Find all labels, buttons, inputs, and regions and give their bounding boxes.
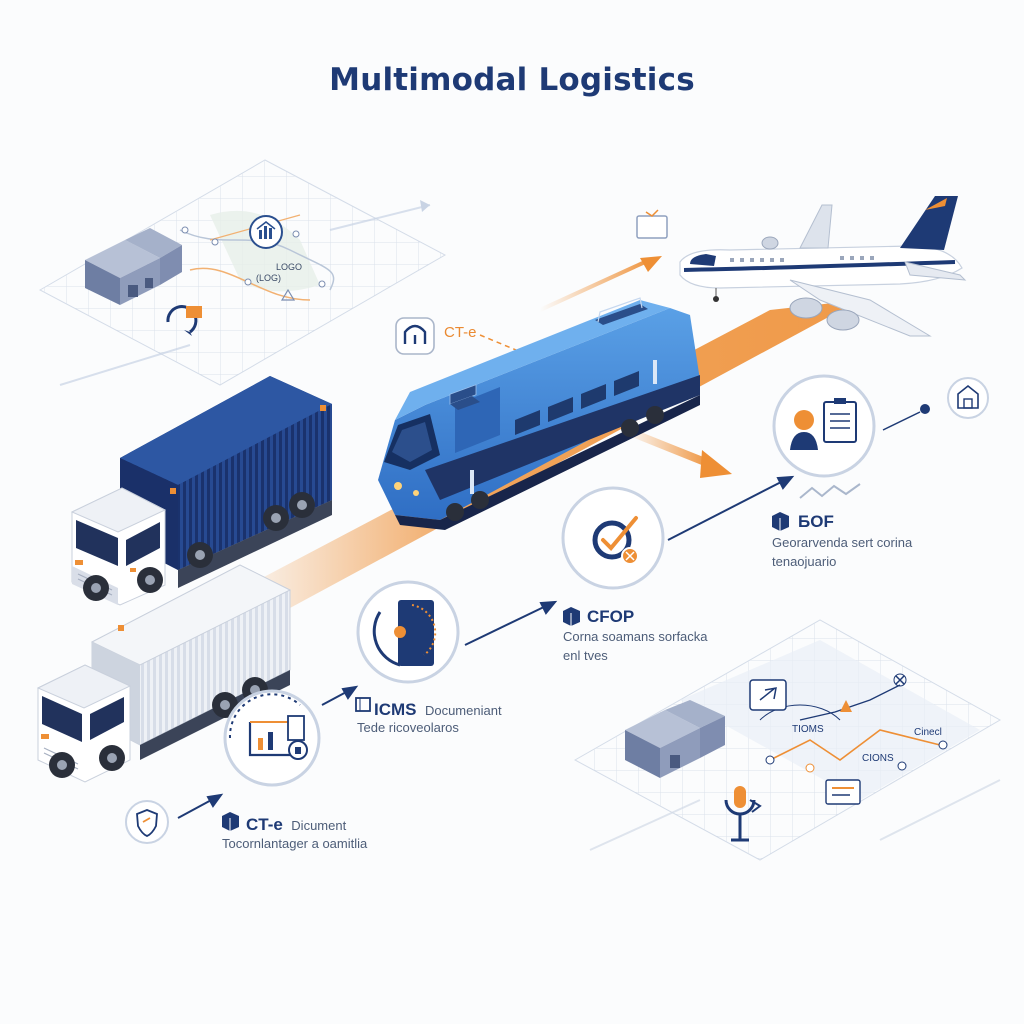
worker-document-icon <box>772 374 876 499</box>
cte-top-heading: CT-e <box>444 324 477 341</box>
cfop-desc-line-1: Corna soamans sorfacka <box>563 629 708 644</box>
map-top-label-2: (LOG) <box>256 273 282 283</box>
map-bottom-right <box>573 619 1002 861</box>
chart-icon <box>249 215 283 249</box>
page-title: Multimodal Logistics <box>329 62 695 98</box>
map-marker-icon <box>280 288 907 687</box>
map-top-label-1: LOGO <box>276 262 303 272</box>
icms-desc: Tede ricoveolaros <box>357 720 459 735</box>
bof-desc-line-1: Georarvenda sert corina <box>772 535 913 550</box>
cte-bottom-heading-rest: Dicument <box>291 818 347 833</box>
map-top-left <box>38 159 447 386</box>
bof-desc-line-2: tenaojuario <box>772 554 837 569</box>
map-bottom-label-2: CIONS <box>862 753 894 764</box>
truck-icon <box>70 376 332 606</box>
box-icon <box>222 812 239 831</box>
box-icon <box>563 607 580 626</box>
sync-icon <box>166 305 202 336</box>
map-bottom-label-3: Cinecl <box>914 727 942 738</box>
bof-heading: БOF <box>798 512 834 531</box>
cfop-desc-line-2: enl tves <box>563 648 608 663</box>
warehouse-icon <box>947 377 989 419</box>
lock-chart-icon <box>223 689 321 787</box>
cfop-heading: CFOP <box>587 607 635 626</box>
dial-icon <box>356 580 460 684</box>
plane-icon <box>679 196 967 337</box>
headset-icon <box>724 786 762 842</box>
tv-icon <box>636 209 668 239</box>
box-icon <box>772 512 789 531</box>
box-icon <box>355 697 371 712</box>
cte-bottom-callout: CT-e Dicument <box>246 815 346 835</box>
truck-icon <box>36 564 292 783</box>
warehouse-icon <box>85 228 182 305</box>
train-icon <box>378 297 700 530</box>
map-bottom-label-1: TIOMS <box>792 724 824 735</box>
warehouse-icon <box>625 700 725 778</box>
flow-arrows <box>177 404 930 819</box>
cte-bottom-heading: CT-e <box>246 815 283 834</box>
cte-bottom-desc: Tocornlantager a oamitlia <box>222 836 368 851</box>
check-icon <box>561 486 665 590</box>
icms-heading: ICMS <box>374 700 417 719</box>
route-icon <box>749 679 787 711</box>
cte-badge-icon <box>395 317 435 355</box>
shield-icon <box>125 800 169 844</box>
icms-callout: ICMS Documeniant <box>374 700 502 720</box>
icms-heading-rest: Documeniant <box>424 703 502 718</box>
